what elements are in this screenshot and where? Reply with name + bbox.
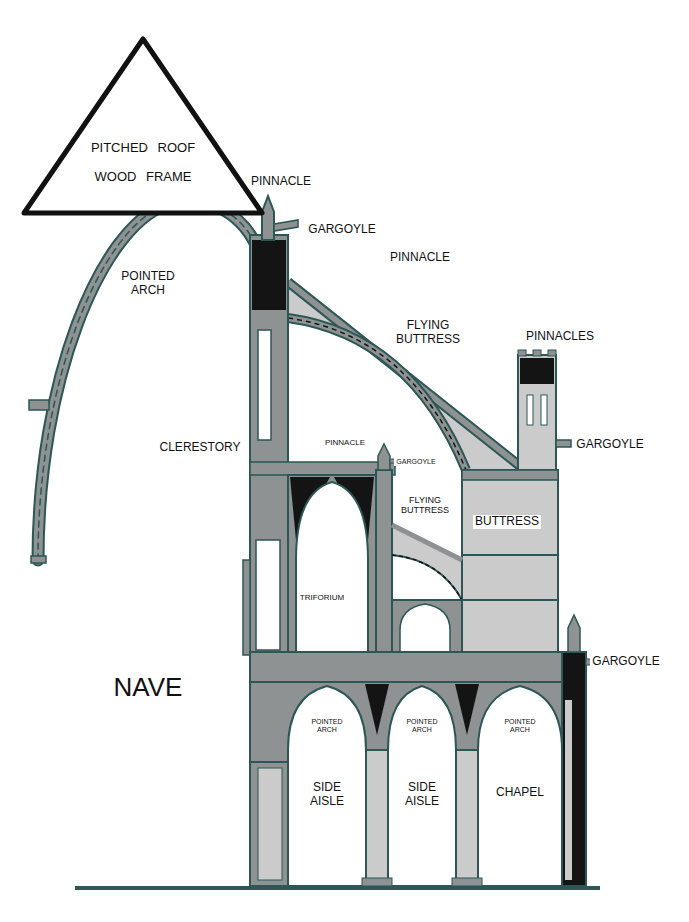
aisle-vaults bbox=[366, 750, 388, 886]
part-label: GARGOYLE bbox=[574, 438, 645, 452]
flying-buttress bbox=[400, 604, 450, 652]
flying-buttress bbox=[288, 318, 466, 470]
tower-pinnacle bbox=[520, 358, 554, 384]
part-label: GARGOYLE bbox=[394, 458, 437, 466]
part-label: PINNACLE bbox=[323, 438, 367, 447]
triforium bbox=[378, 444, 390, 470]
aisle-vaults bbox=[455, 684, 479, 735]
nave-vault bbox=[29, 400, 49, 410]
nave-vault bbox=[31, 556, 46, 563]
aisle-vaults bbox=[568, 615, 580, 652]
part-label: PINNACLES bbox=[524, 330, 596, 344]
tower-pinnacle bbox=[518, 350, 526, 356]
clerestory-pier bbox=[256, 540, 280, 650]
flying-buttress bbox=[288, 282, 525, 470]
part-label: NAVE bbox=[112, 673, 185, 703]
aisle-vaults bbox=[250, 652, 586, 682]
aisle-vaults bbox=[250, 762, 288, 886]
part-label: SIDE AISLE bbox=[308, 781, 346, 809]
part-label: POINTED ARCH bbox=[404, 718, 439, 734]
roof-outline bbox=[24, 39, 262, 213]
ground-line bbox=[75, 888, 600, 889]
aisle-vaults bbox=[565, 700, 572, 880]
roof-triangle: PITCHED ROOF WOOD FRAME bbox=[20, 35, 266, 217]
aisle-vaults bbox=[478, 686, 562, 886]
buttress bbox=[462, 599, 558, 601]
part-label: FLYING BUTTRESS bbox=[399, 495, 451, 516]
ground-line bbox=[75, 886, 600, 890]
nave-vault bbox=[29, 201, 256, 563]
triforium bbox=[376, 470, 392, 655]
tower-pinnacle bbox=[527, 395, 533, 425]
part-label: BUTTRESS bbox=[473, 515, 541, 529]
aisle-vaults bbox=[365, 684, 389, 735]
part-label: PINNACLE bbox=[388, 251, 452, 265]
aisle-vaults bbox=[288, 686, 366, 886]
aisle-vaults bbox=[562, 652, 586, 886]
node-text: PITCHED ROOF WOOD FRAME bbox=[81, 134, 205, 191]
part-label: SIDE AISLE bbox=[403, 781, 441, 809]
flying-buttress bbox=[392, 600, 462, 652]
nave-vault bbox=[38, 201, 256, 560]
flying-buttress bbox=[288, 282, 525, 470]
part-label: PINNACLE bbox=[249, 175, 313, 189]
flying-buttress bbox=[392, 555, 462, 600]
tower-pinnacle bbox=[541, 395, 547, 425]
flying-buttress bbox=[288, 282, 525, 470]
flying-buttress bbox=[288, 318, 466, 470]
triforium bbox=[296, 482, 368, 655]
roof-outline bbox=[20, 35, 266, 217]
part-label: POINTED ARCH bbox=[309, 718, 344, 734]
triforium bbox=[250, 462, 395, 475]
tower-pinnacle bbox=[556, 440, 571, 447]
buttress bbox=[462, 470, 558, 652]
aisle-vaults bbox=[250, 615, 591, 886]
flying-buttress bbox=[392, 525, 462, 560]
clerestory-pier bbox=[252, 240, 286, 310]
part-label: CHAPEL bbox=[494, 786, 546, 800]
aisle-vaults bbox=[388, 686, 456, 886]
tower-pinnacle bbox=[518, 355, 556, 470]
aisle-vaults bbox=[258, 768, 282, 880]
tower-pinnacle bbox=[533, 350, 541, 356]
part-label: GARGOYLE bbox=[306, 223, 377, 237]
tower-pinnacle bbox=[548, 350, 556, 356]
part-label: TRIFORIUM bbox=[298, 593, 346, 602]
pinnacle bbox=[274, 220, 298, 231]
pinnacle bbox=[262, 196, 274, 240]
nave-vault bbox=[38, 201, 256, 560]
buttress bbox=[462, 554, 558, 556]
flying-buttress bbox=[288, 318, 466, 470]
flying-buttress bbox=[392, 525, 462, 652]
clerestory-pier bbox=[258, 330, 271, 440]
clerestory-pier bbox=[243, 235, 288, 655]
aisle-vaults bbox=[452, 878, 482, 886]
clerestory-pier bbox=[250, 235, 288, 655]
buttress bbox=[462, 470, 558, 480]
triforium bbox=[288, 475, 376, 655]
triforium bbox=[250, 444, 396, 655]
flying-buttress bbox=[392, 525, 462, 600]
buttress bbox=[462, 470, 558, 652]
clerestory-pier bbox=[243, 560, 250, 655]
nave-vault bbox=[38, 201, 256, 560]
part-label: POINTED ARCH bbox=[119, 270, 176, 298]
pinnacle bbox=[262, 196, 298, 240]
tower-pinnacle bbox=[518, 350, 571, 470]
flying-buttress bbox=[288, 282, 525, 470]
part-label: CLERESTORY bbox=[158, 441, 243, 455]
aisle-vaults bbox=[456, 750, 478, 886]
aisle-vaults bbox=[362, 878, 392, 886]
part-label: GARGOYLE bbox=[590, 655, 661, 669]
part-label: FLYING BUTTRESS bbox=[394, 319, 462, 347]
part-label: POINTED ARCH bbox=[502, 718, 537, 734]
